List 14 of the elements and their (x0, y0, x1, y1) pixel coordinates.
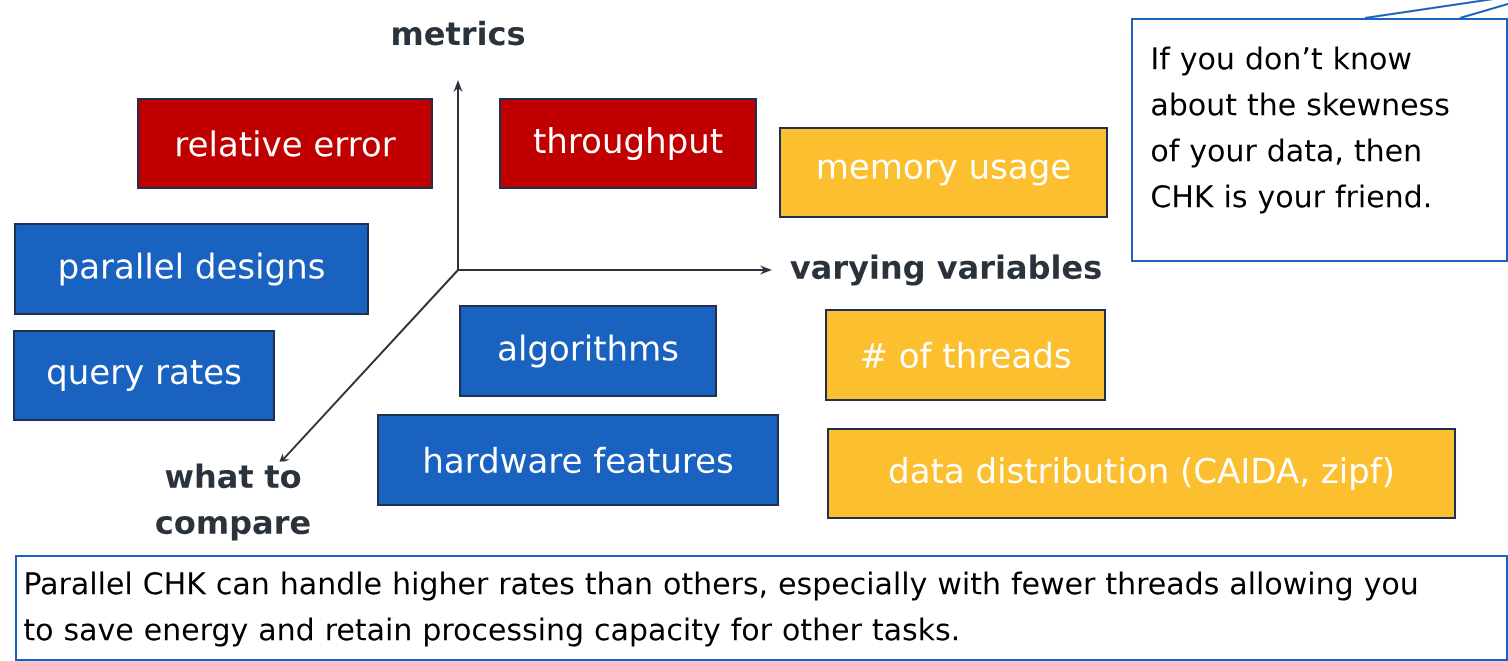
axis-label: varying variables (787, 252, 1105, 288)
category-box: memory usage (779, 127, 1108, 218)
category-box: parallel designs (14, 223, 369, 315)
category-box: hardware features (377, 414, 779, 506)
callout-box: If you don’t know about the skewness of your data, then CHK is your friend. (1131, 0, 1508, 262)
category-box: query rates (13, 330, 275, 421)
category-box: relative error (137, 98, 433, 189)
category-box: data distribution (CAIDA, zipf) (827, 428, 1456, 519)
category-box: algorithms (459, 305, 717, 397)
category-box: # of threads (825, 309, 1106, 401)
axis-label: what to compare (131, 461, 335, 543)
callout-box: Parallel CHK can handle higher rates than others, especially with fewer threads allowing you to save energy and retain processing capacity for other tasks. (15, 555, 1508, 661)
axis-label: metrics (388, 18, 528, 48)
category-box: throughput (499, 98, 757, 189)
